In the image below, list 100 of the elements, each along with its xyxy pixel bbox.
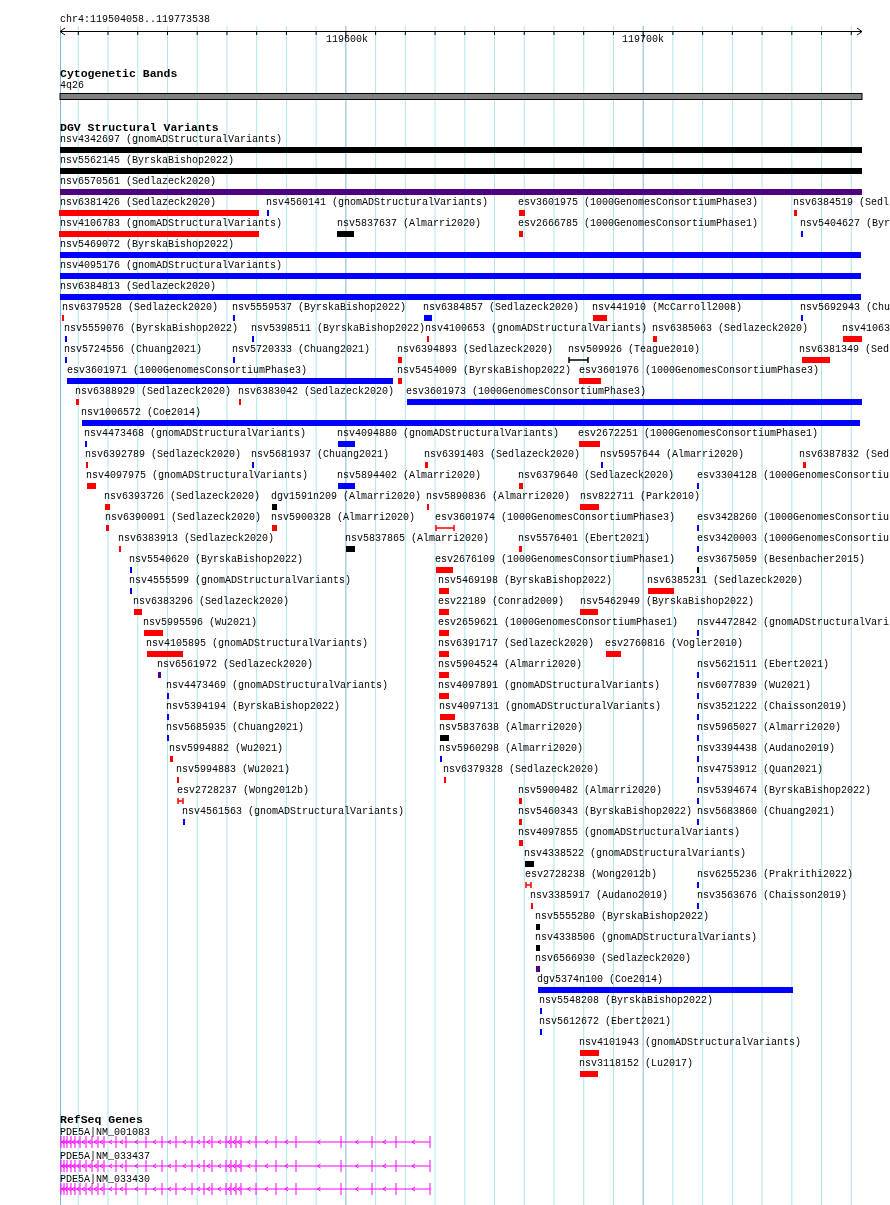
variant-label: esv3601974 (1000GenomesConsortiumPhase3) [435, 512, 676, 524]
variant-label: nsv4338522 (gnomADStructuralVariants) [524, 848, 747, 860]
variant-label: nsv6077839 (Wu2021) [697, 680, 812, 692]
variant-label: nsv5960298 (Almarri2020) [439, 743, 584, 755]
variant-label: nsv5837865 (Almarri2020) [345, 533, 490, 545]
variant-label: nsv5894402 (Almarri2020) [337, 470, 482, 482]
variant-label: dgv1591n209 (Almarri2020) [271, 491, 422, 503]
variant-label: nsv6379640 (Sedlazeck2020) [518, 470, 675, 482]
variant-label: nsv5555280 (ByrskaBishop2022) [535, 911, 710, 923]
variant-label: nsv1006572 (Coe2014) [81, 407, 202, 419]
variant-label: nsv5904524 (Almarri2020) [438, 659, 583, 671]
variant-label: nsv5621511 (Ebert2021) [697, 659, 830, 671]
variant-label: nsv4095176 (gnomADStructuralVariants) [60, 260, 283, 272]
tick-label: 119600k [326, 34, 368, 46]
variant-label: nsv4753912 (Quan2021) [697, 764, 824, 776]
variant-label: nsv6387832 (Sed [799, 449, 889, 461]
variant-label: nsv5559537 (ByrskaBishop2022) [232, 302, 407, 314]
variant-label: nsv822711 (Park2010) [580, 491, 701, 503]
variant-label: esv3428260 (1000GenomesConsortiu [697, 512, 890, 524]
variant-label: nsv6381426 (Sedlazeck2020) [60, 197, 217, 209]
variant-label: esv2666785 (1000GenomesConsortiumPhase1) [518, 218, 759, 230]
variant-label: esv3675059 (Besenbacher2015) [697, 554, 866, 566]
variant-label: esv22189 (Conrad2009) [438, 596, 565, 608]
variant-label: esv3601976 (1000GenomesConsortiumPhase3) [579, 365, 820, 377]
variant-label: nsv4105895 (gnomADStructuralVariants) [146, 638, 369, 650]
variant-label: nsv6394893 (Sedlazeck2020) [397, 344, 554, 356]
variant-label: nsv5837638 (Almarri2020) [439, 722, 584, 734]
variant-label: esv2760816 (Vogler2010) [605, 638, 744, 650]
variant-label: nsv6393726 (Sedlazeck2020) [104, 491, 261, 503]
variant-label: nsv4106783 (gnomADStructuralVariants) [60, 218, 283, 230]
variant-label: nsv5469198 (ByrskaBishop2022) [438, 575, 613, 587]
variant-label: esv3601975 (1000GenomesConsortiumPhase3) [518, 197, 759, 209]
variant-label: nsv4473469 (gnomADStructuralVariants) [166, 680, 389, 692]
variant-label: nsv6388929 (Sedlazeck2020) [75, 386, 232, 398]
variant-label: nsv4094880 (gnomADStructuralVariants) [337, 428, 560, 440]
variant-label: nsv509926 (Teague2010) [568, 344, 701, 356]
variant-label: esv3420003 (1000GenomesConsortiu [697, 533, 890, 545]
variant-label: nsv5890836 (Almarri2020) [426, 491, 571, 503]
variant-label: nsv5681937 (Chuang2021) [251, 449, 390, 461]
variant-label: nsv6384857 (Sedlazeck2020) [423, 302, 580, 314]
tick-label: 119700k [622, 34, 664, 46]
variant-label: nsv6383913 (Sedlazeck2020) [118, 533, 275, 545]
variant-label: nsv4097975 (gnomADStructuralVariants) [86, 470, 309, 482]
variant-label: nsv6566930 (Sedlazeck2020) [535, 953, 692, 965]
variant-label: nsv4561563 (gnomADStructuralVariants) [182, 806, 405, 818]
variant-label: nsv4473468 (gnomADStructuralVariants) [84, 428, 307, 440]
track-title: RefSeq Genes [60, 1114, 143, 1126]
variant-label: nsv5460343 (ByrskaBishop2022) [518, 806, 693, 818]
variant-label: nsv5683860 (Chuang2021) [697, 806, 836, 818]
variant-label: nsv5576401 (Ebert2021) [518, 533, 651, 545]
variant-label: esv2659621 (1000GenomesConsortiumPhase1) [438, 617, 679, 629]
variant-label: nsv5559076 (ByrskaBishop2022) [64, 323, 239, 335]
variant-label: nsv5454009 (ByrskaBishop2022) [397, 365, 572, 377]
variant-label: nsv4342697 (gnomADStructuralVariants) [60, 134, 283, 146]
variant-label: nsv3521222 (Chaisson2019) [697, 701, 848, 713]
variant-label: dgv5374n100 (Coe2014) [537, 974, 664, 986]
variant-label: nsv4097131 (gnomADStructuralVariants) [439, 701, 662, 713]
variant-label: nsv4555599 (gnomADStructuralVariants) [129, 575, 352, 587]
variant-label: nsv5692943 (Chu [800, 302, 890, 314]
variant-label: nsv5562145 (ByrskaBishop2022) [60, 155, 235, 167]
track-title: Cytogenetic Bands [60, 68, 178, 80]
track-title: DGV Structural Variants [60, 122, 219, 134]
variant-label: nsv6570561 (Sedlazeck2020) [60, 176, 217, 188]
variant-label: nsv4097891 (gnomADStructuralVariants) [438, 680, 661, 692]
gene-label: PDE5A|NM_033437 [60, 1151, 150, 1163]
variant-label: esv2672251 (1000GenomesConsortiumPhase1) [578, 428, 819, 440]
variant-label: nsv3563676 (Chaisson2019) [697, 890, 848, 902]
variant-label: nsv6385063 (Sedlazeck2020) [652, 323, 809, 335]
variant-label: nsv3394438 (Audano2019) [697, 743, 836, 755]
variant-label: nsv6255236 (Prakrithi2022) [697, 869, 854, 881]
variant-label: nsv6391403 (Sedlazeck2020) [424, 449, 581, 461]
variant-label: nsv6391717 (Sedlazeck2020) [438, 638, 595, 650]
variant-label: nsv6384813 (Sedlazeck2020) [60, 281, 217, 293]
variant-label: nsv4338506 (gnomADStructuralVariants) [535, 932, 758, 944]
variant-label: nsv6392789 (Sedlazeck2020) [85, 449, 242, 461]
gene-label: PDE5A|NM_001083 [60, 1127, 150, 1139]
band-label: 4q26 [60, 80, 84, 92]
variant-label: nsv5720333 (Chuang2021) [232, 344, 371, 356]
variant-label: nsv5685935 (Chuang2021) [166, 722, 305, 734]
variant-label: nsv4101943 (gnomADStructuralVariants) [579, 1037, 802, 1049]
variant-label: nsv5994883 (Wu2021) [176, 764, 291, 776]
variant-label: nsv4560141 (gnomADStructuralVariants) [266, 197, 489, 209]
variant-label: nsv5462949 (ByrskaBishop2022) [580, 596, 755, 608]
variant-label: nsv4097855 (gnomADStructuralVariants) [518, 827, 741, 839]
variant-label: nsv5612672 (Ebert2021) [539, 1016, 672, 1028]
variant-label: nsv5965027 (Almarri2020) [697, 722, 842, 734]
variant-label: nsv6379528 (Sedlazeck2020) [62, 302, 219, 314]
coordinate-label: chr4:119504058..119773538 [60, 14, 211, 26]
variant-label: nsv6379328 (Sedlazeck2020) [443, 764, 600, 776]
variant-label: nsv5469072 (ByrskaBishop2022) [60, 239, 235, 251]
variant-label: nsv5957644 (Almarri2020) [600, 449, 745, 461]
variant-label: nsv6561972 (Sedlazeck2020) [157, 659, 314, 671]
variant-label: esv2728238 (Wong2012b) [525, 869, 658, 881]
variant-label: nsv5995596 (Wu2021) [143, 617, 258, 629]
variant-label: nsv3385917 (Audano2019) [530, 890, 669, 902]
variant-label: nsv5394194 (ByrskaBishop2022) [166, 701, 341, 713]
variant-label: esv3601971 (1000GenomesConsortiumPhase3) [67, 365, 308, 377]
variant-label: esv3601973 (1000GenomesConsortiumPhase3) [406, 386, 647, 398]
variant-label: nsv5398511 (ByrskaBishop2022) [251, 323, 426, 335]
variant-label: nsv4100653 (gnomADStructuralVariants) [425, 323, 648, 335]
